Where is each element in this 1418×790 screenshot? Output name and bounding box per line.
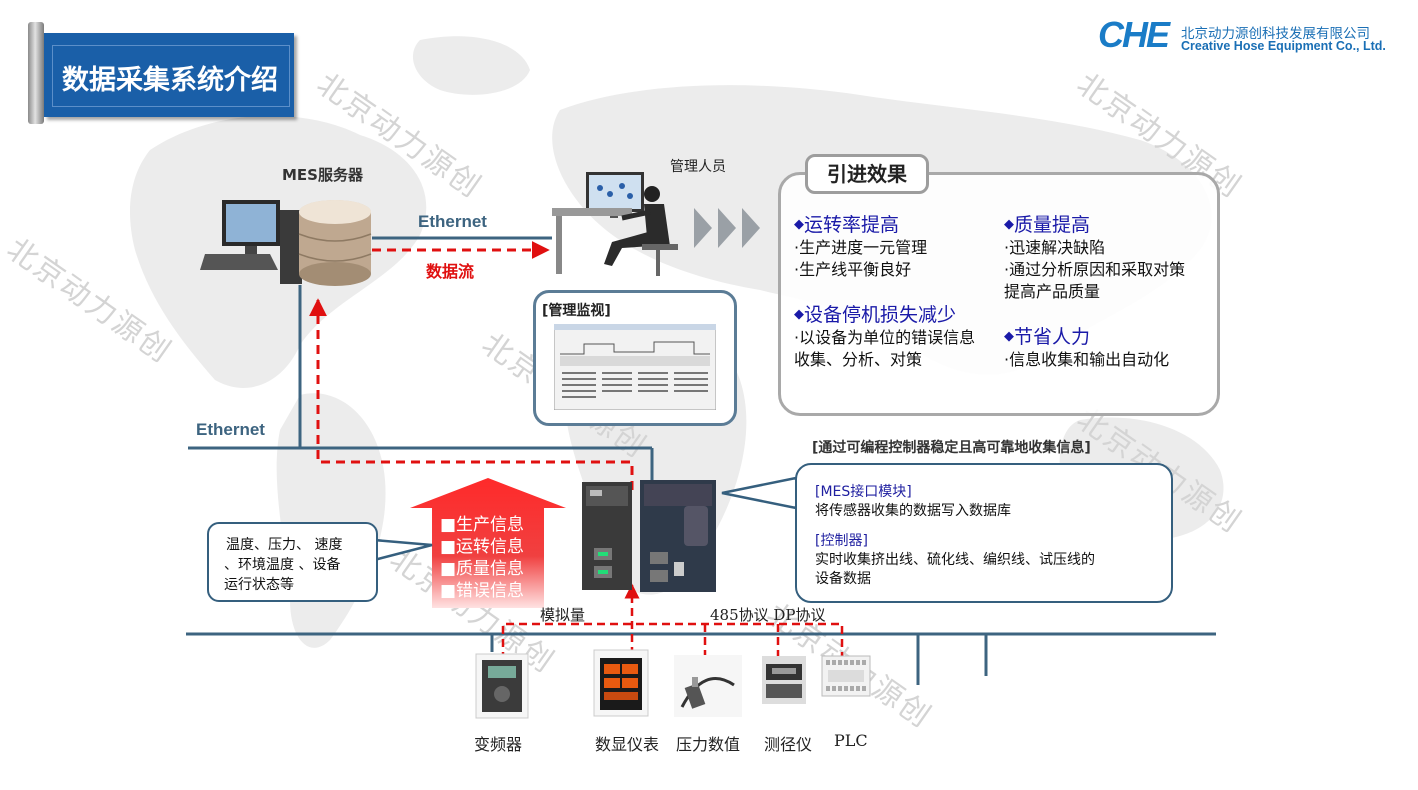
company-name-en: Creative Hose Equipment Co., Ltd. [1181, 39, 1386, 53]
ethernet-left-label: Ethernet [196, 420, 265, 439]
effects-tab: 引进效果 [805, 154, 929, 194]
plc-caption: [通过可编程控制器稳定且高可靠地收集信息] [812, 440, 1091, 456]
mes-module-title: [MES接口模块] [815, 484, 912, 500]
title-pole [28, 22, 44, 124]
monitor-screenshot-image [554, 324, 716, 410]
device-label: PLC [834, 731, 868, 750]
effect-item: ·迅速解决缺陷 [1004, 238, 1106, 257]
mes-server-icon [200, 200, 372, 286]
effect-item: ·信息收集和输出自动化 [1004, 350, 1170, 369]
controller-desc: 实时收集挤出线、硫化线、编织线、试压线的 [815, 552, 1095, 568]
monitor-label: [管理监视] [542, 303, 611, 319]
plc-controller-icon [582, 480, 716, 592]
effect-item: 收集、分析、对策 [794, 350, 923, 369]
sensor-callout-line: 、环境温度 、设备 [224, 557, 341, 573]
device-label: 压力数值 [676, 735, 741, 754]
info-item: ■质量信息 [440, 559, 525, 579]
device-label: 数显仪表 [595, 735, 660, 754]
effects-panel [778, 172, 1220, 416]
device-label: 测径仪 [764, 735, 813, 754]
effect-heading-utilization: ◆运转率提高 [794, 214, 900, 236]
mes-server-label: MES服务器 [282, 166, 363, 184]
protocol-label: 485协议 DP协议 [710, 606, 826, 624]
effect-item: ·生产进度一元管理 [794, 238, 928, 257]
effect-item: ·生产线平衡良好 [794, 260, 912, 279]
sensor-callout [207, 522, 378, 602]
sensor-callout-line: 运行状态等 [224, 577, 294, 593]
effect-heading-quality: ◆质量提高 [1004, 214, 1091, 236]
device-label: 变频器 [474, 735, 523, 754]
diameter-gauge-icon [762, 656, 806, 704]
page-title: 数据采集系统介绍 [62, 65, 278, 96]
title-banner [44, 33, 294, 117]
pressure-sensor-icon [674, 655, 742, 717]
effect-heading-labor: ◆节省人力 [1004, 326, 1091, 348]
effect-heading-downtime: ◆设备停机损失减少 [794, 304, 957, 326]
info-item: ■错误信息 [440, 581, 525, 601]
title-inner-frame [52, 45, 290, 107]
info-item: ■生产信息 [440, 515, 525, 535]
mes-module-desc: 将传感器收集的数据写入数据库 [815, 503, 1011, 519]
info-arrow [410, 478, 566, 608]
plc-device-icon [821, 655, 871, 697]
info-item: ■运转信息 [440, 537, 525, 557]
diamond-bullet-icon: ◆ [1004, 217, 1014, 232]
manager-workstation-icon [552, 172, 678, 276]
data-flow-label: 数据流 [426, 262, 475, 281]
diamond-bullet-icon: ◆ [1004, 329, 1014, 344]
company-logo: CHE [1098, 14, 1170, 55]
module-callout [795, 463, 1173, 603]
diamond-bullet-icon: ◆ [794, 217, 804, 232]
controller-title: [控制器] [815, 533, 868, 549]
manager-label: 管理人员 [670, 159, 726, 175]
digital-meter-icon [593, 649, 649, 717]
effect-item: ·以设备为单位的错误信息 [794, 328, 976, 347]
sensor-callout-line: 温度、压力、 速度 [226, 537, 343, 553]
ethernet-top-label: Ethernet [418, 212, 487, 231]
analog-label: 模拟量 [540, 606, 586, 624]
company-name-cn: 北京动力源创科技发展有限公司 [1181, 26, 1370, 42]
effect-item: 提高产品质量 [1004, 282, 1101, 301]
controller-desc: 设备数据 [815, 571, 871, 587]
inverter-icon [475, 653, 529, 719]
diamond-bullet-icon: ◆ [794, 307, 804, 322]
effect-item: ·通过分析原因和采取对策 [1004, 260, 1186, 279]
